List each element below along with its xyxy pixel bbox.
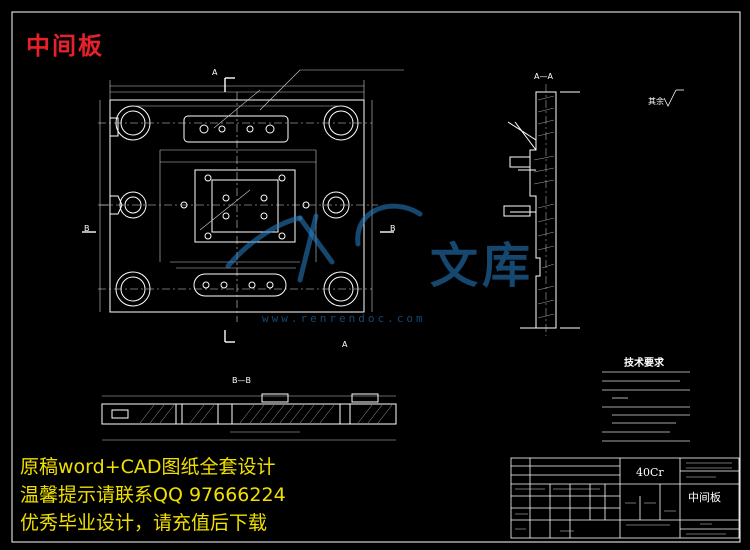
cut-label-b-left: B	[84, 224, 90, 233]
watermark-logo	[225, 203, 423, 283]
title-block-fine-text	[515, 462, 732, 535]
section-aa-view	[503, 84, 580, 336]
tech-requirements-lines	[602, 371, 690, 442]
part-name-label: 中间板	[688, 491, 721, 504]
roughness-symbol	[663, 89, 684, 107]
cut-label-a-top: A	[212, 68, 218, 77]
section-cut-markers	[82, 77, 394, 343]
promo-line-1: 原稿word+CAD图纸全套设计	[20, 456, 276, 478]
title-block	[510, 457, 740, 539]
center-lines	[98, 92, 378, 322]
section-bb-label: B—B	[232, 376, 251, 385]
section-bb-view	[101, 393, 397, 441]
cut-label-a-bottom: A	[342, 340, 348, 349]
tech-requirements-heading: 技术要求	[624, 358, 664, 369]
drawing-title: 中间板	[26, 32, 104, 60]
cut-label-b-right: B	[390, 224, 396, 233]
watermark-text: 文库	[430, 238, 535, 294]
material-label: 40Cr	[636, 466, 664, 479]
drawing-border	[11, 11, 741, 543]
roughness-label: 其余	[648, 97, 664, 106]
watermark-url: www.renrendoc.com	[262, 312, 426, 325]
promo-line-2: 温馨提示请联系QQ 97666224	[20, 484, 286, 506]
promo-line-3: 优秀毕业设计，请充值后下载	[20, 512, 268, 534]
section-aa-label: A—A	[534, 72, 553, 81]
